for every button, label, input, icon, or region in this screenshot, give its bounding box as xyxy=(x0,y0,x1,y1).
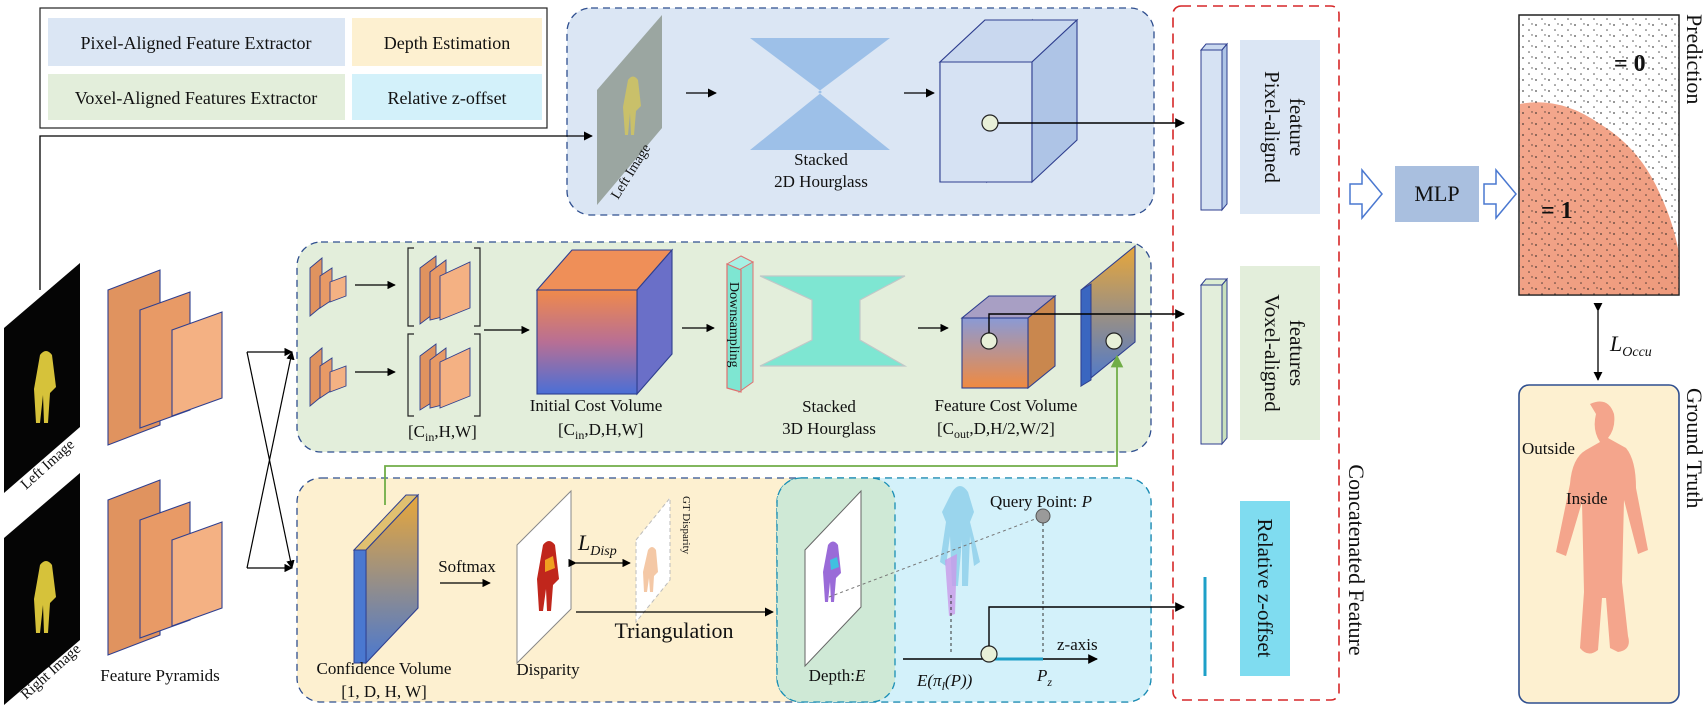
l-disp-label: LDisp xyxy=(577,530,617,559)
legend-pixel-label: Pixel-Aligned Feature Extractor xyxy=(81,33,312,53)
legend-voxel-label: Voxel-Aligned Features Extractor xyxy=(75,88,318,108)
prediction-panel xyxy=(1518,14,1680,296)
gt-disparity-map: GT Disparity xyxy=(635,496,692,624)
l-occu-label: LOccu xyxy=(1609,331,1652,360)
feature-cost-volume-dims: [Cout,D,H/2,W/2] xyxy=(937,419,1055,441)
prediction-label: Prediction xyxy=(1682,14,1703,104)
pixel-feature-label-1: Pixel-aligned xyxy=(1260,71,1284,183)
depth-map xyxy=(804,489,862,668)
ground-truth-label: Ground Truth xyxy=(1682,388,1703,508)
sample-point-icon xyxy=(1105,332,1123,350)
small-pyramid-bottom xyxy=(309,347,347,407)
confidence-volume-label: Confidence Volume xyxy=(317,659,452,678)
confidence-volume-dims: [1, D, H, W] xyxy=(341,682,427,701)
legend-depth-swatch xyxy=(352,18,542,66)
left-input-image: Left Image xyxy=(4,263,80,493)
hollow-arrow-icon xyxy=(1349,167,1383,221)
zoffset-feature-label: Relative z-offset xyxy=(1253,519,1277,658)
initial-cost-volume-dims: [Cin,D,H,W] xyxy=(558,420,643,442)
concatenated-feature-label: Concatenated Feature xyxy=(1344,464,1369,655)
prediction-eq0: = 0 xyxy=(1614,51,1646,77)
z-axis-label: z-axis xyxy=(1057,635,1098,654)
softmax-label: Softmax xyxy=(438,557,496,576)
voxel-feature-card xyxy=(1240,266,1320,440)
downsampling-block: Downsampling xyxy=(725,255,755,393)
disparity-label: Disparity xyxy=(516,660,580,679)
voxel-feature-label-1: Voxel-aligned xyxy=(1260,294,1284,412)
legend: Pixel-Aligned Feature Extractor Depth Es… xyxy=(39,7,548,129)
crossing-arrows xyxy=(246,347,295,573)
legend-pixel-swatch xyxy=(48,18,345,66)
feature-pyramids-label: Feature Pyramids xyxy=(100,666,219,685)
downsampling-label: Downsampling xyxy=(726,282,741,368)
outside-label: Outside xyxy=(1522,439,1575,458)
bracket-dims-label: [Cin,H,W] xyxy=(408,422,477,444)
query-point-label: Query Point: P xyxy=(990,492,1092,511)
hourglass-3d-label-1: Stacked xyxy=(802,397,856,416)
triangulation-label: Triangulation xyxy=(615,618,734,643)
small-pyramid-top xyxy=(309,257,347,317)
mlp-label: MLP xyxy=(1414,181,1459,206)
hourglass-3d-label-2: 3D Hourglass xyxy=(782,419,876,438)
3d-human-figure xyxy=(940,486,980,616)
voxel-panel xyxy=(296,241,1152,453)
initial-cost-volume-label: Initial Cost Volume xyxy=(530,396,663,415)
hourglass-2d-label-2: 2D Hourglass xyxy=(774,172,868,191)
legend-zoffset-swatch xyxy=(352,74,542,120)
voxel-feature-arrow xyxy=(988,309,1185,333)
confidence-to-voxel-arrow xyxy=(384,354,1124,505)
prediction-eq1: = 1 xyxy=(1541,198,1573,224)
query-point-icon xyxy=(1035,508,1051,524)
feature-cost-volume-label: Feature Cost Volume xyxy=(935,396,1078,415)
voxel-feature-label-2: features xyxy=(1285,320,1309,386)
hourglass-2d-label-1: Stacked xyxy=(794,150,848,169)
pz-label: Pz xyxy=(1036,666,1052,689)
left-image-to-pixel-arrow xyxy=(39,131,593,290)
hourglass-2d-icon xyxy=(750,38,890,150)
pixel-feature-card xyxy=(1240,40,1320,214)
pixel-feature-bar xyxy=(1199,42,1229,212)
pixel-cube-side xyxy=(1031,18,1078,184)
disparity-map xyxy=(516,489,572,665)
legend-voxel-swatch xyxy=(48,74,345,120)
confidence-volume xyxy=(352,493,420,665)
depth-label: Depth:E xyxy=(809,666,866,685)
voxel-feature-bar xyxy=(1199,277,1229,446)
feature-pyramid-top xyxy=(107,269,223,446)
pixel-feature-label-2: feature xyxy=(1285,98,1309,156)
sample-point-icon xyxy=(980,645,998,663)
sample-point-icon xyxy=(981,114,999,132)
ground-truth-panel xyxy=(1518,384,1680,704)
mlp-block xyxy=(1395,166,1479,222)
concat-bracket xyxy=(407,247,481,417)
feature-pyramid-bottom xyxy=(107,479,223,656)
zoffset-card xyxy=(1240,501,1290,676)
initial-cost-volume xyxy=(535,248,674,396)
legend-depth-label: Depth Estimation xyxy=(384,33,510,53)
e-projection-label: E(πl(P)) xyxy=(916,671,973,693)
concatenated-feature-frame xyxy=(1172,5,1340,701)
person-figure-icon xyxy=(34,351,56,423)
person-figure-icon xyxy=(34,561,56,633)
inside-label: Inside xyxy=(1566,489,1608,508)
hourglass-3d-icon xyxy=(759,275,908,367)
legend-zoffset-label: Relative z-offset xyxy=(387,88,506,108)
hollow-arrow-icon xyxy=(1483,167,1517,221)
feature-slab xyxy=(1080,244,1136,388)
right-input-image: Right Image xyxy=(4,473,84,705)
sample-point-icon xyxy=(980,332,998,350)
projection-ray xyxy=(828,515,1044,598)
zoffset-feature-arrow xyxy=(988,602,1185,646)
gt-disparity-label: GT Disparity xyxy=(680,496,692,555)
human-silhouette-icon xyxy=(1556,401,1648,654)
feature-cost-volume xyxy=(960,294,1057,390)
